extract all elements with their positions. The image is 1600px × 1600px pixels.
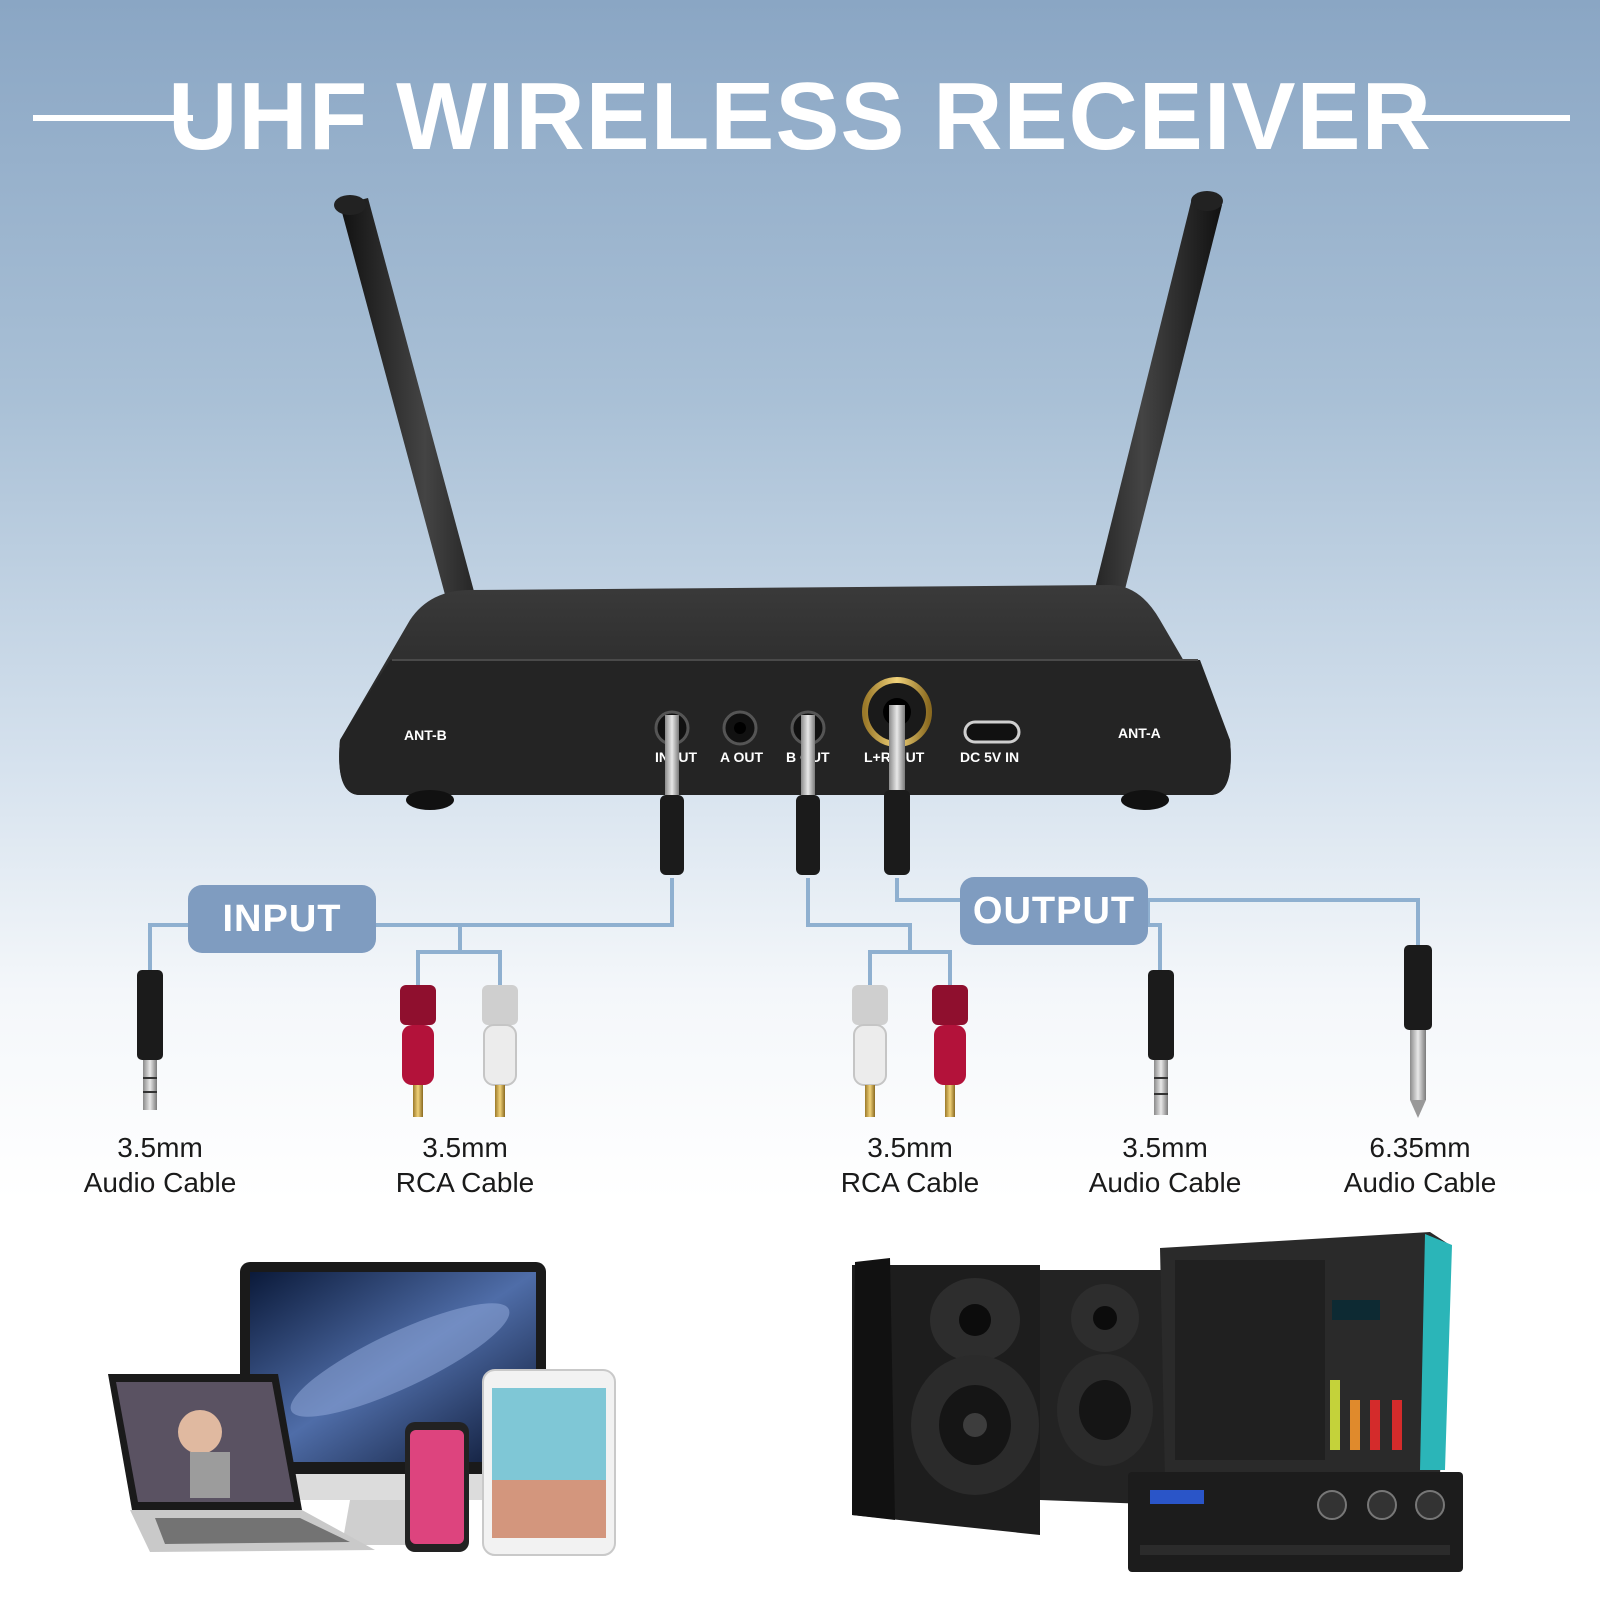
page-title: UHF WIRELESS RECEIVER xyxy=(168,63,1432,170)
cable-caption-4-line2: Audio Cable xyxy=(1088,1167,1242,1198)
cable-caption-5-line1: 6.35mm xyxy=(1369,1132,1471,1163)
output-group-tag: OUTPUT xyxy=(960,877,1148,945)
rca-plug-pair-output-icon xyxy=(852,985,968,1117)
rca-plug-pair-icon xyxy=(400,985,518,1117)
ant-b-label: ANT-B xyxy=(404,727,447,743)
receiver-body xyxy=(339,585,1231,810)
plug-in-b-out-icon xyxy=(796,715,820,875)
cable-caption-3: 3.5mm RCA Cable xyxy=(790,1130,1030,1200)
plug-in-input-icon xyxy=(660,715,684,875)
cable-caption-3-line2: RCA Cable xyxy=(840,1167,980,1198)
trs-3-5mm-plug-icon xyxy=(137,970,163,1110)
ts-6-35mm-plug-icon xyxy=(1404,945,1432,1118)
input-group-tag: INPUT xyxy=(188,885,376,953)
title-rule-left xyxy=(33,115,193,121)
audio-mixer-icon xyxy=(1160,1232,1452,1480)
cable-caption-2-line1: 3.5mm xyxy=(422,1132,508,1163)
trs-3-5mm-plug-output-icon xyxy=(1148,970,1174,1115)
ant-a-label: ANT-A xyxy=(1118,725,1161,741)
connector-lines xyxy=(148,878,1420,985)
port-label-dc-in: DC 5V IN xyxy=(960,749,1019,765)
amplifier-icon xyxy=(1128,1472,1463,1572)
usb-c-port-icon xyxy=(963,720,1021,744)
cable-caption-2: 3.5mm RCA Cable xyxy=(345,1130,585,1200)
cable-caption-4-line1: 3.5mm xyxy=(1122,1132,1208,1163)
laptop-icon xyxy=(108,1374,375,1552)
smartphone-icon xyxy=(405,1422,469,1552)
cable-caption-1: 3.5mm Audio Cable xyxy=(40,1130,280,1200)
cable-caption-5-line2: Audio Cable xyxy=(1343,1167,1497,1198)
studio-speaker-icon xyxy=(852,1258,1040,1535)
desktop-monitor-icon xyxy=(240,1262,546,1545)
cable-caption-1-line2: Audio Cable xyxy=(83,1167,237,1198)
studio-speaker-2-icon xyxy=(1040,1270,1175,1505)
title-rule-right xyxy=(1410,115,1570,121)
cable-caption-5: 6.35mm Audio Cable xyxy=(1300,1130,1540,1200)
cable-caption-3-line1: 3.5mm xyxy=(867,1132,953,1163)
tablet-icon xyxy=(482,1369,616,1556)
cable-caption-4: 3.5mm Audio Cable xyxy=(1045,1130,1285,1200)
cable-caption-1-line1: 3.5mm xyxy=(117,1132,203,1163)
plug-in-lr-out-icon xyxy=(884,705,910,875)
cable-caption-2-line2: RCA Cable xyxy=(395,1167,535,1198)
a-out-port xyxy=(722,710,758,746)
port-label-a-out: A OUT xyxy=(720,749,763,765)
